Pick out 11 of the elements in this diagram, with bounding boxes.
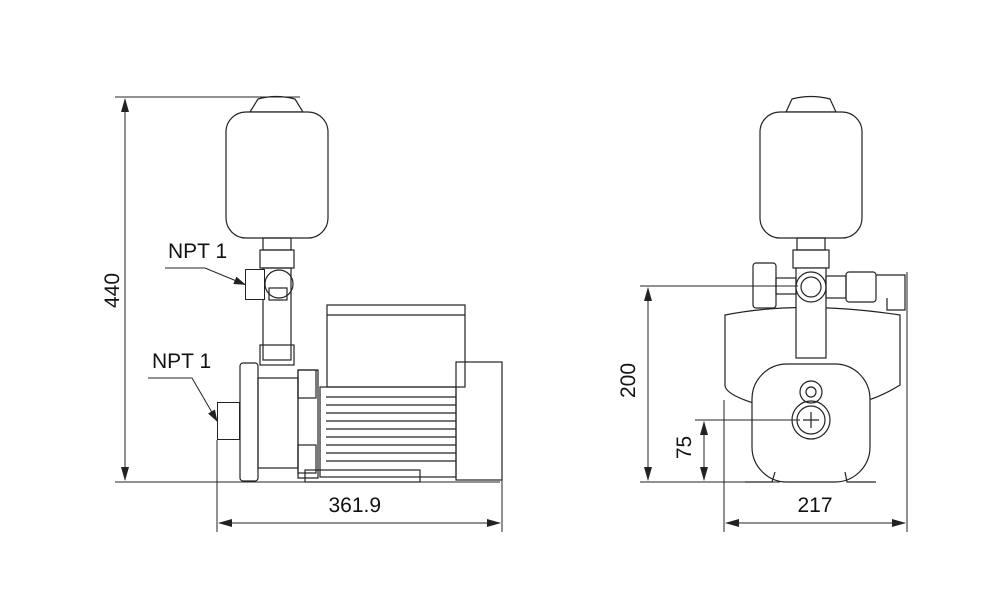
callout-label: NPT 1 — [152, 351, 212, 372]
leader-line — [164, 268, 246, 285]
leader-line — [148, 378, 218, 422]
dimension-value: 200 — [618, 362, 639, 398]
dimension-value: 217 — [798, 494, 833, 516]
pipe-port — [245, 269, 265, 300]
dimension-value: 75 — [674, 435, 695, 459]
callout-label: NPT 1 — [168, 241, 228, 262]
dimension-value: 440 — [102, 272, 123, 308]
dimension-value: 361.9 — [328, 494, 382, 516]
pipe-port — [217, 402, 240, 440]
